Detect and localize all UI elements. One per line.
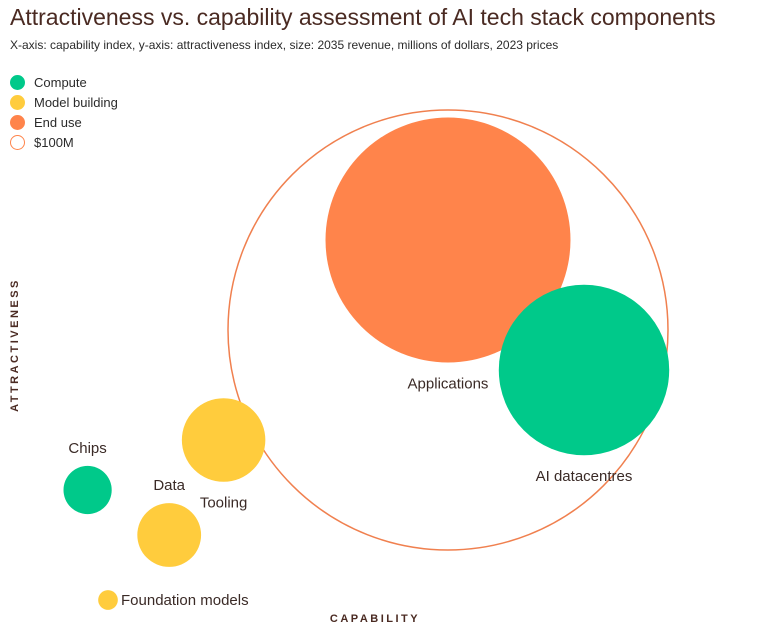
bubble-label-foundation-models: Foundation models: [121, 592, 249, 609]
bubble-applications: [325, 117, 571, 363]
legend-swatch-compute: [10, 74, 25, 90]
legend-label-compute: Compute: [34, 74, 87, 90]
chart-subtitle: X-axis: capability index, y-axis: attrac…: [10, 38, 559, 52]
bubble-foundation-models: [98, 590, 118, 610]
bubble-layer: [63, 109, 670, 610]
bubble-data: [137, 503, 202, 567]
legend-item-size-reference: $100M: [10, 132, 118, 152]
legend-label-size-reference: $100M: [34, 134, 74, 150]
bubble-tooling: [181, 398, 266, 482]
legend-label-model-building: Model building: [34, 94, 118, 110]
legend-item-model-building: Model building: [10, 92, 118, 112]
size-reference-circle: [227, 109, 669, 551]
legend: Compute Model building End use $100M: [10, 72, 118, 152]
bubble-label-ai-datacentres: AI datacentres: [536, 468, 633, 485]
legend-item-compute: Compute: [10, 72, 118, 92]
legend-item-end-use: End use: [10, 112, 118, 132]
bubble-label-applications: Applications: [408, 375, 489, 392]
chart-title: Attractiveness vs. capability assessment…: [10, 4, 716, 30]
y-axis-label: ATTRACTIVENESS: [9, 278, 21, 412]
x-axis-label: CAPABILITY: [330, 613, 420, 625]
legend-swatch-end-use: [10, 114, 25, 130]
legend-swatch-size-reference: [10, 134, 25, 150]
legend-swatch-model-building: [10, 94, 25, 110]
legend-label-end-use: End use: [34, 114, 82, 130]
bubble-label-chips: Chips: [68, 440, 106, 457]
bubble-chips: [63, 465, 112, 515]
bubble-label-tooling: Tooling: [200, 495, 248, 512]
bubble-ai-datacentres: [498, 284, 670, 456]
bubble-label-data: Data: [153, 477, 185, 494]
